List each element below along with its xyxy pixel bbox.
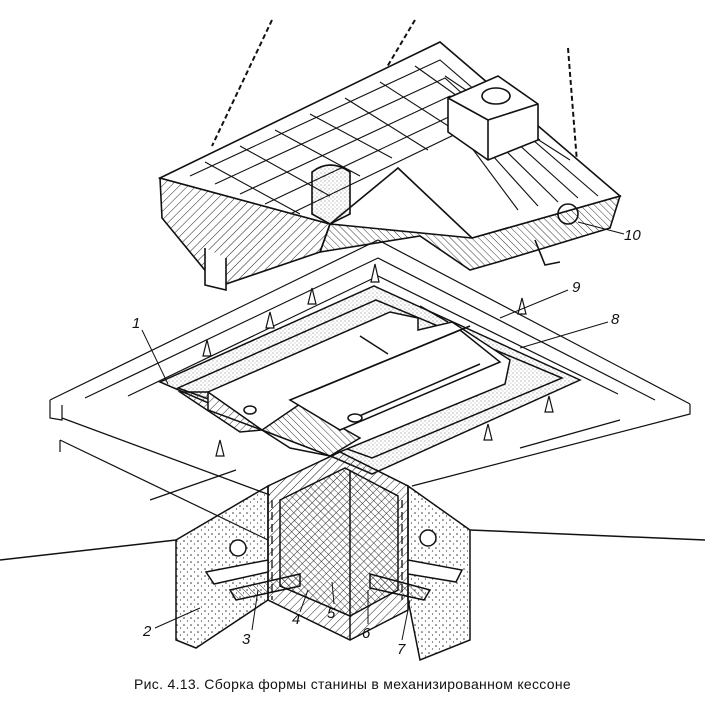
figure-caption: Рис. 4.13. Сборка формы станины в механи…	[134, 676, 571, 692]
lower-flask	[158, 285, 582, 475]
pit-cross-section	[0, 451, 705, 662]
leader-lines	[141, 221, 625, 641]
callout-8: 8	[611, 311, 620, 328]
callout-2: 2	[142, 623, 152, 640]
callout-numbers: 1 2 3 4 5 6 7 8 9 10	[132, 227, 641, 658]
callout-6: 6	[362, 625, 371, 642]
callout-7: 7	[397, 641, 406, 658]
callout-5: 5	[327, 605, 336, 622]
callout-3: 3	[242, 631, 251, 648]
callout-4: 4	[292, 611, 300, 628]
lifting-chains	[211, 19, 581, 201]
upper-flask	[157, 41, 622, 292]
callout-9: 9	[572, 279, 581, 296]
callout-1: 1	[132, 315, 140, 332]
callout-10: 10	[624, 227, 641, 244]
